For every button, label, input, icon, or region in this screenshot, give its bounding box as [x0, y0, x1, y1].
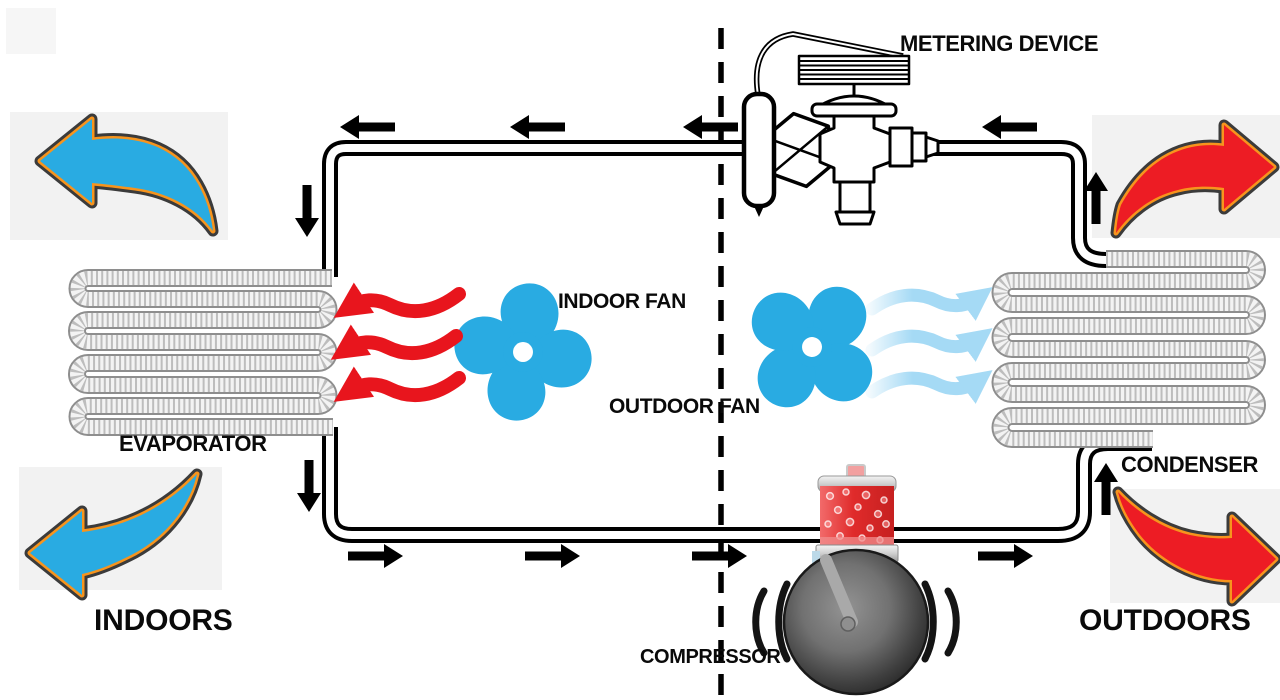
flow-arrow-up-icon	[1084, 172, 1108, 224]
flow-arrow-left-icon	[982, 115, 1037, 139]
air-direction-arrows	[24, 113, 1280, 607]
flow-arrow-left-icon	[683, 115, 738, 139]
indoor-air-curved-arrow-top-icon	[34, 113, 219, 237]
vibration-lines-icon	[752, 580, 960, 663]
flow-arrow-right-icon	[978, 544, 1033, 568]
outdoors-label: OUTDOORS	[1079, 604, 1251, 637]
evaporator-coil-icon	[68, 269, 338, 436]
compressor-icon	[752, 464, 960, 696]
outdoor-fan-label: OUTDOOR FAN	[609, 395, 760, 418]
flow-arrow-down-icon	[297, 460, 321, 512]
flow-arrow-right-icon	[692, 544, 747, 568]
flow-arrow-left-icon	[510, 115, 565, 139]
compressor-label: COMPRESSOR	[640, 646, 781, 668]
metering-device-icon	[741, 31, 940, 226]
condenser-coil-icon	[991, 250, 1266, 448]
indoor-fan-label: INDOOR FAN	[558, 290, 686, 313]
flow-arrow-right-icon	[348, 544, 403, 568]
metering-device-label: METERING DEVICE	[900, 31, 1099, 56]
corner-patch	[6, 8, 56, 54]
outdoor-fan-icon	[741, 276, 883, 418]
condenser-label: CONDENSER	[1121, 452, 1258, 477]
outdoor-air-curved-arrow-bottom-icon	[1112, 486, 1280, 607]
liquid-line-pipe-top	[322, 140, 1107, 277]
flow-arrow-right-icon	[525, 544, 580, 568]
indoor-air-curved-arrow-bottom-icon	[24, 468, 203, 601]
indoor-fan-icon	[454, 283, 592, 421]
cool-air-wave-icon	[865, 287, 993, 404]
warm-air-wave-icon	[330, 282, 466, 403]
indoors-label: INDOORS	[94, 604, 233, 637]
refrigerant-flow-arrows	[295, 115, 1118, 568]
flow-arrow-up-icon	[1094, 463, 1118, 515]
flow-arrow-left-icon	[340, 115, 395, 139]
flow-arrow-down-icon	[295, 185, 319, 237]
evaporator-label: EVAPORATOR	[119, 431, 267, 456]
outdoor-air-curved-arrow-top-icon	[1110, 119, 1280, 239]
